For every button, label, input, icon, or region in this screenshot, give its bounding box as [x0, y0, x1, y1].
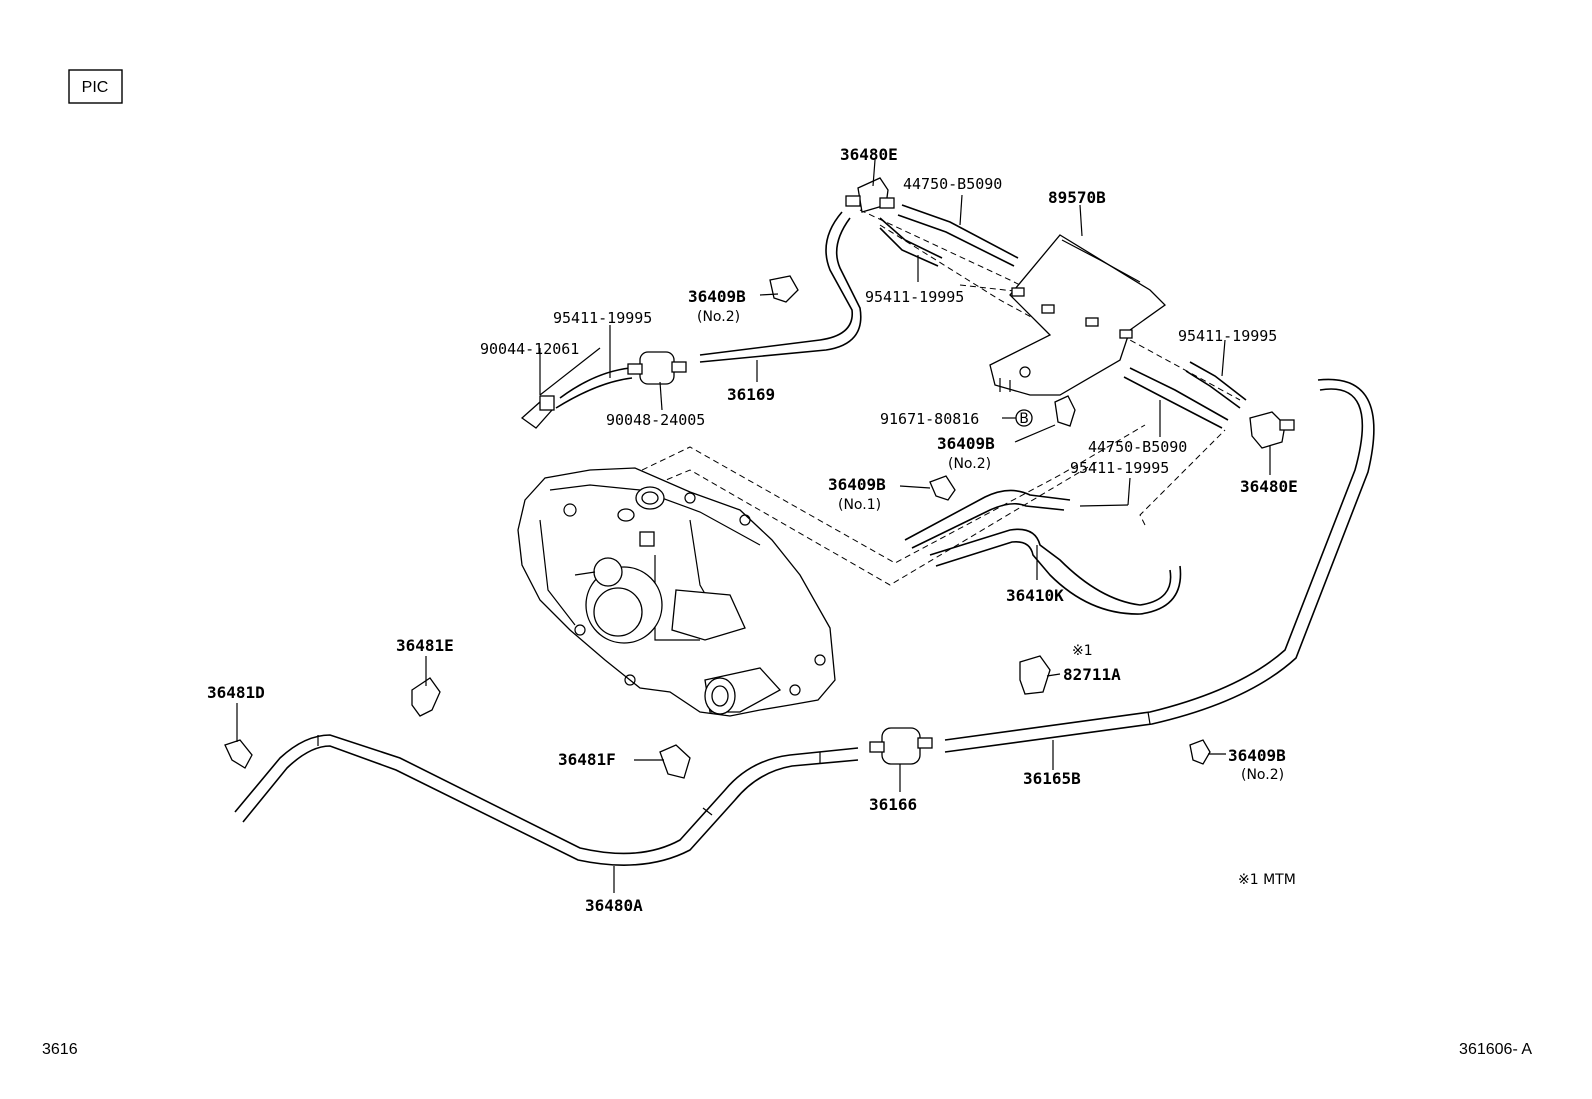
- callout-44750-top: 44750-B5090: [903, 175, 1002, 193]
- callout-95411-b: 95411-19995: [865, 288, 964, 306]
- callout-91671-mark: B: [1019, 411, 1029, 427]
- figure-code: 3616: [42, 1041, 78, 1058]
- callout-36166: 36166: [869, 795, 917, 814]
- callout-36480E-right: 36480E: [1240, 477, 1298, 496]
- mtm-note: ※1 MTM: [1238, 872, 1296, 888]
- leader-lines: [236, 159, 1271, 893]
- callout-44750-bot: 44750-B5090: [1088, 438, 1187, 456]
- callout-95411-c: 95411-19995: [1178, 327, 1277, 345]
- pic-label: PIC: [82, 79, 109, 96]
- callout-91671: 91671-80816: [880, 410, 979, 428]
- callout-90048: 90048-24005: [606, 411, 705, 429]
- callout-90044: 90044-12061: [480, 340, 579, 358]
- transfer-case-illustration: [517, 467, 836, 717]
- callout-36409B-bot: 36409B: [1228, 746, 1286, 765]
- callout-95411-a: 95411-19995: [553, 309, 652, 327]
- callout-36169: 36169: [727, 385, 775, 404]
- callout-36409B-left-sub: (No.1): [838, 497, 881, 513]
- callout-36165B: 36165B: [1023, 769, 1081, 788]
- callout-36481D: 36481D: [207, 683, 265, 702]
- callout-36409B-top-sub: (No.2): [697, 309, 740, 325]
- callout-36409B-bot-sub: (No.2): [1241, 767, 1284, 783]
- callout-36410K: 36410K: [1006, 586, 1064, 605]
- callout-36480E-top: 36480E: [840, 145, 898, 164]
- callout-36481E: 36481E: [396, 636, 454, 655]
- callout-36409B-mid-sub: (No.2): [948, 456, 991, 472]
- bracket-89570B: [989, 234, 1167, 396]
- callout-labels: 36480E 44750-B5090 89570B 36409B (No.2) …: [207, 145, 1298, 915]
- callout-36480A: 36480A: [585, 896, 643, 915]
- callout-95411-d: 95411-19995: [1070, 459, 1169, 477]
- callout-89570B: 89570B: [1048, 188, 1106, 207]
- callout-36409B-mid: 36409B: [937, 434, 995, 453]
- callout-36481F: 36481F: [558, 750, 616, 769]
- callout-36409B-top: 36409B: [688, 287, 746, 306]
- callout-36409B-left: 36409B: [828, 475, 886, 494]
- hoses: [234, 204, 1375, 866]
- callout-82711A: 82711A: [1063, 665, 1121, 684]
- pic-box: PIC: [68, 69, 123, 104]
- figure-id: 361606- A: [1459, 1041, 1532, 1058]
- callout-82711A-mark: ※1: [1072, 643, 1093, 659]
- small-parts: [224, 177, 1295, 779]
